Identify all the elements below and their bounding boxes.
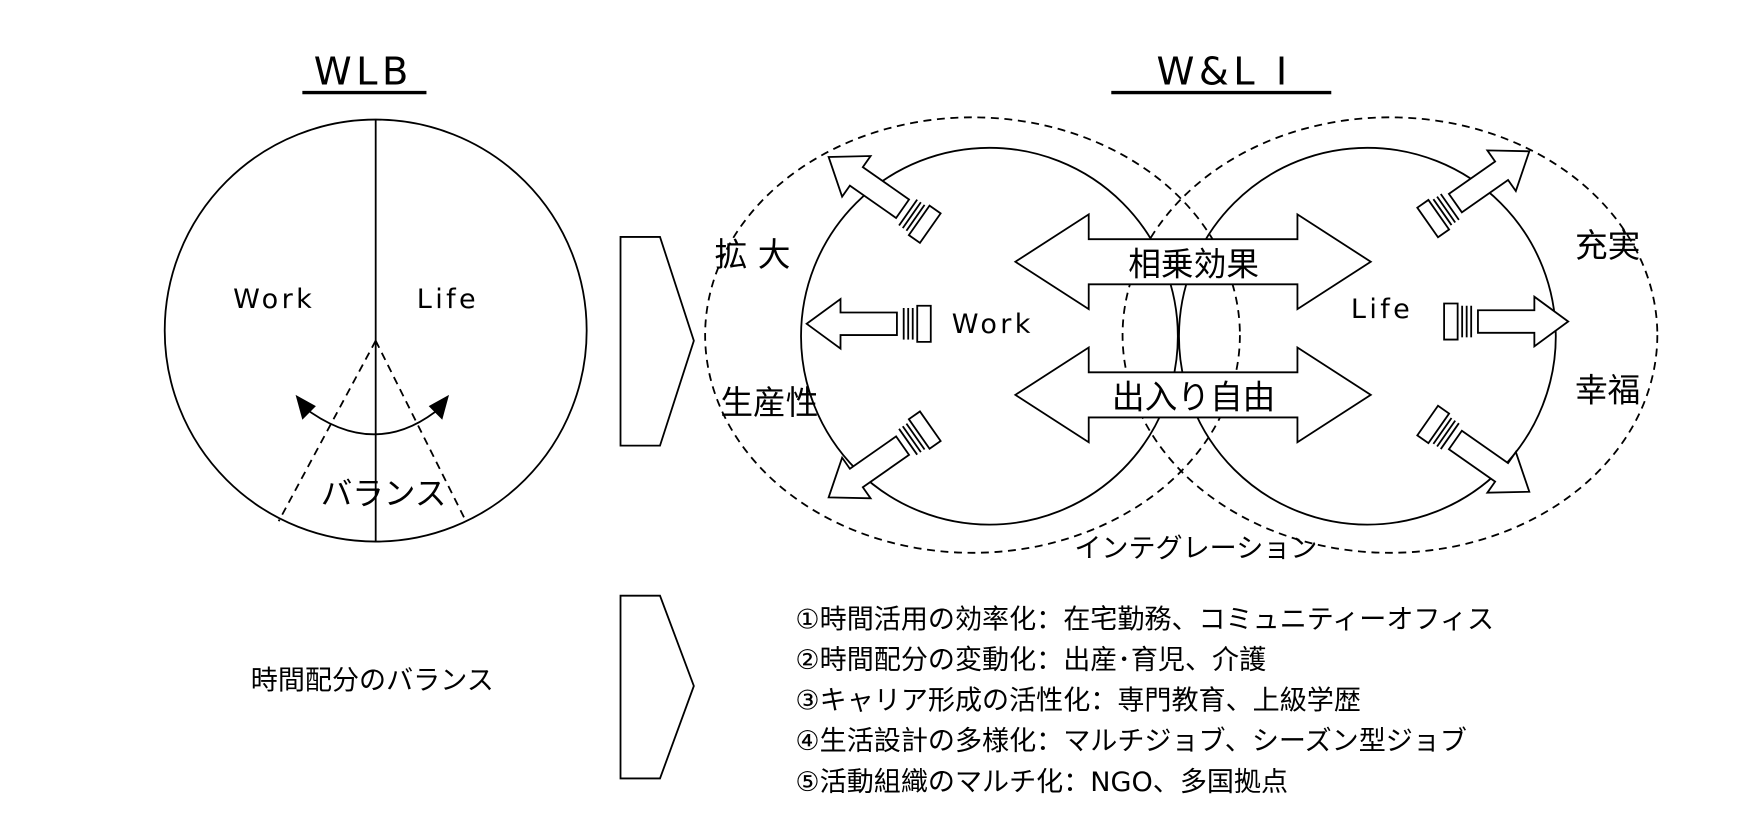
transition-arrow-top: [619, 236, 695, 447]
life-circle: [1178, 146, 1557, 526]
life-expansion-ellipse: [1121, 116, 1659, 554]
balance-swing-arc: [301, 405, 443, 436]
synergy-label: 相乗効果: [1128, 245, 1259, 283]
work-circle: [800, 146, 1179, 526]
list-item: ④生活設計の多様化：マルチジョブ、シーズン型ジョブ: [795, 726, 1467, 757]
free-flow-double-arrow: [1013, 345, 1373, 444]
productivity-label: 生産性: [720, 384, 818, 422]
transition-arrow-bottom: [619, 594, 695, 780]
balance-range-right: [374, 340, 467, 522]
expansion-arrow-downleft-icon: [813, 404, 946, 519]
life-label: Life: [1351, 294, 1413, 325]
fulfillment-arrow-upright-icon: [1412, 130, 1545, 244]
work-label: Work: [952, 309, 1034, 340]
arrowhead-left-icon: [295, 394, 316, 420]
expansion-arrow-upleft-icon: [813, 135, 946, 250]
wlb-title: WLB: [314, 50, 413, 95]
fulfillment-arrow-right-icon: [1443, 295, 1570, 348]
expansion-label: 拡 大: [715, 236, 791, 274]
balance-label: バランス: [321, 476, 447, 512]
list-item: ⑤活動組織のマルチ化：NGO、多国拠点: [795, 767, 1288, 798]
wli-panel: W&L I 相乗効果 出入り自由 Work Life 拡 大 生産性 充実 幸福…: [704, 50, 1659, 564]
list-item: ②時間配分の変動化：出産･育児、介護: [795, 645, 1266, 676]
arrowhead-right-icon: [428, 394, 450, 420]
wlb-panel: WLB Work Life バランス 時間配分のバランス: [163, 50, 588, 696]
life-label: Life: [417, 284, 479, 315]
balance-range-left: [277, 340, 377, 522]
list-item: ①時間活用の効率化：在宅勤務、コミュニティーオフィス: [795, 604, 1494, 635]
fulfillment-label: 充実: [1575, 227, 1640, 265]
integration-label: インテグレーション: [1074, 533, 1317, 564]
measures-list: ①時間活用の効率化：在宅勤務、コミュニティーオフィス ②時間配分の変動化：出産･…: [795, 604, 1494, 797]
synergy-double-arrow: [1013, 212, 1373, 311]
wli-title: W&L I: [1156, 50, 1291, 95]
left-caption: 時間配分のバランス: [251, 665, 494, 696]
free-flow-label: 出入り自由: [1112, 378, 1276, 416]
list-item: ③キャリア形成の活性化：専門教育、上級学歴: [795, 686, 1361, 717]
fulfillment-arrow-downright-icon: [1412, 399, 1545, 514]
expansion-arrow-left-icon: [805, 298, 932, 350]
work-expansion-ellipse: [704, 116, 1241, 554]
happiness-label: 幸福: [1575, 372, 1640, 410]
work-label: Work: [233, 284, 315, 315]
